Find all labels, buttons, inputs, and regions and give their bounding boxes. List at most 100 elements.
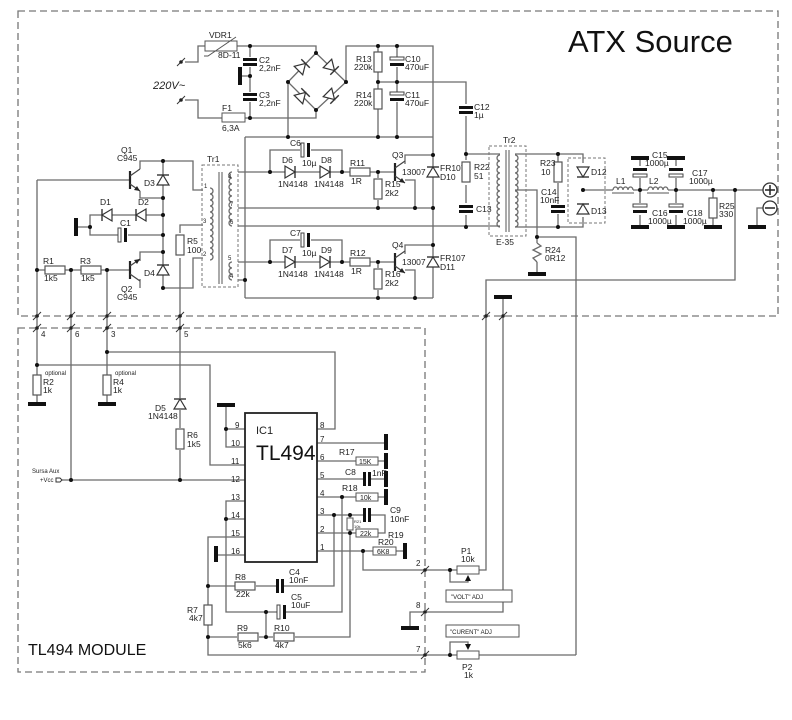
- ground-icon: [494, 295, 512, 299]
- c9-val: 10nF: [390, 514, 409, 524]
- d7-val: 1N4148: [278, 269, 308, 279]
- d6-ref: D6: [282, 155, 293, 165]
- capacitor-c11: [388, 90, 406, 101]
- capacitor-c8: [363, 470, 371, 488]
- diode-d11: [426, 256, 440, 268]
- tr2-val: E-35: [496, 237, 514, 247]
- capacitor-c13: [457, 205, 475, 213]
- current-adj-label-box: [445, 624, 520, 638]
- ic-pin: 10: [231, 439, 240, 448]
- r1-ref: R1: [43, 256, 54, 266]
- r2-optional-note: optional: [45, 371, 66, 377]
- c16-val: 1000µ: [648, 216, 672, 226]
- r10-val: 4k7: [275, 640, 289, 650]
- diode-d1: [101, 208, 113, 222]
- connector-label: 8: [416, 601, 421, 610]
- r14-ref: R14: [356, 90, 372, 100]
- c3-val: 2,2nF: [259, 98, 281, 108]
- d3-ref: D3: [144, 178, 155, 188]
- c2-val: 2,2nF: [259, 63, 281, 73]
- r20-val: 6K8: [377, 549, 390, 556]
- wires: [36, 45, 763, 656]
- d8-ref: D8: [321, 155, 332, 165]
- r13-ref: R13: [356, 54, 372, 64]
- resistor-r22: [461, 161, 471, 183]
- current-adj-label: "CURENT" ADJ: [450, 630, 492, 636]
- ac-input-terminal-2: [176, 95, 186, 105]
- c18-ref: C18: [687, 208, 703, 218]
- c12-val: 1µ: [474, 110, 484, 120]
- r24-ref: R24: [545, 245, 561, 255]
- p2-ref: P2: [462, 662, 473, 672]
- resistor-r18: [355, 492, 379, 502]
- f1-ref: F1: [222, 103, 232, 113]
- p2-val: 1k: [464, 670, 474, 680]
- r9-val: 5k6: [238, 640, 252, 650]
- c4-val: 10nF: [289, 575, 308, 585]
- resistor-r11: [349, 167, 371, 177]
- potentiometer-p2[interactable]: [456, 644, 480, 660]
- potentiometer-p1[interactable]: [456, 565, 480, 581]
- capacitor-c17: [667, 156, 685, 179]
- ic-pin-labels: 9 10 11 12 13 14 15 16 8 7 6 5 4 3 2 1: [231, 421, 325, 556]
- r4-val: 1k: [113, 385, 123, 395]
- r18-ref: R18: [342, 483, 358, 493]
- p1-val: 10k: [461, 554, 475, 564]
- resistor-r5: [175, 234, 185, 256]
- resistor-r20: [372, 546, 397, 556]
- capacitor-c4: [276, 577, 284, 595]
- ground-icon: [238, 67, 242, 85]
- junction-dots: [35, 44, 737, 657]
- r16-val: 2k2: [385, 278, 399, 288]
- c6-val: 10µ: [302, 158, 316, 168]
- r2-ref: R2: [43, 377, 54, 387]
- ic-pin: 16: [231, 547, 240, 556]
- r14-val: 220k: [354, 98, 373, 108]
- resistor-r14: [373, 88, 383, 110]
- capacitor-c14: [549, 205, 567, 213]
- tr1-pin-label: 5: [228, 256, 232, 262]
- inductor-l1: [612, 186, 634, 194]
- resistor-r24: [528, 242, 546, 276]
- r6-val: 1k5: [187, 439, 201, 449]
- capacitor-c9: [363, 506, 371, 524]
- tr1-pin-label: 4: [230, 274, 234, 280]
- capacitor-c6: [299, 141, 310, 159]
- q1-ref: Q1: [121, 145, 133, 155]
- tr1-pin-label: 3: [203, 219, 207, 225]
- r16-ref: R16: [385, 269, 401, 279]
- r5-ref: R5: [187, 236, 198, 246]
- q3-ref: Q3: [392, 150, 404, 160]
- diode-d12: [576, 166, 590, 178]
- q4-ref: Q4: [392, 240, 404, 250]
- c8-val: 1nF: [372, 468, 387, 478]
- ic-pin: 13: [231, 493, 240, 502]
- r22-val: 51: [474, 171, 484, 181]
- r3-ref: R3: [80, 256, 91, 266]
- volt-adj-label-box: [445, 589, 513, 603]
- capacitor-c12: [457, 106, 475, 114]
- positive-output-terminal-icon: [762, 182, 778, 198]
- r21-val: 10k: [354, 524, 360, 529]
- r6-ref: R6: [187, 430, 198, 440]
- diode-d10: [426, 166, 440, 178]
- diode-d6: [284, 165, 296, 179]
- r3-val: 1k5: [81, 273, 95, 283]
- bridge-rectifier: [287, 52, 347, 111]
- ic-pin: 2: [320, 525, 325, 534]
- c9-ref: C9: [390, 505, 401, 515]
- c6-ref: C6: [290, 138, 301, 148]
- d12-ref: D12: [591, 167, 607, 177]
- tr1-pin-label: 7: [230, 202, 234, 208]
- tr2-ref: Tr2: [503, 135, 516, 145]
- r18-val: 10k: [360, 495, 372, 502]
- ic-pin: 12: [231, 475, 240, 484]
- d5-val: 1N4148: [148, 411, 178, 421]
- dual-diode-package: [567, 157, 606, 224]
- ic1-ref: IC1: [256, 425, 273, 437]
- transistor-q1: [128, 167, 142, 193]
- ground-icon: [74, 218, 78, 236]
- ic-pin: 9: [235, 421, 240, 430]
- ic-pin: 1: [320, 543, 325, 552]
- r7-ref: R7: [187, 605, 198, 615]
